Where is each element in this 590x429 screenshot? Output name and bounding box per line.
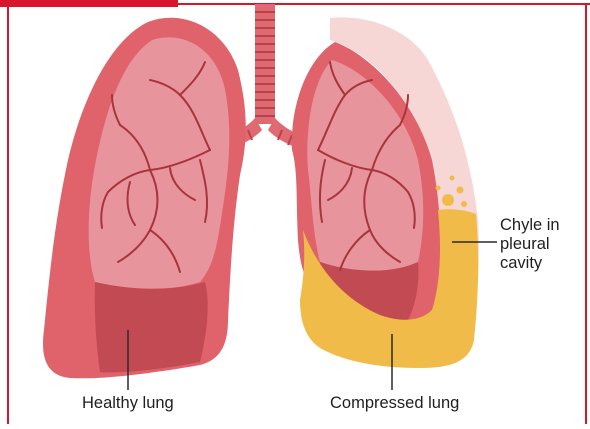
top-red-bar	[0, 0, 178, 7]
compressed-lung-label: Compressed lung	[330, 394, 459, 413]
chyle-label: Chyle in pleural cavity	[500, 216, 560, 273]
chyle-label-line3: cavity	[500, 254, 560, 273]
healthy-lung-lower-lobe	[95, 282, 208, 373]
chyle-label-line2: pleural	[500, 235, 560, 254]
chyle-label-line1: Chyle in	[500, 216, 560, 235]
healthy-lung-label: Healthy lung	[82, 394, 174, 413]
